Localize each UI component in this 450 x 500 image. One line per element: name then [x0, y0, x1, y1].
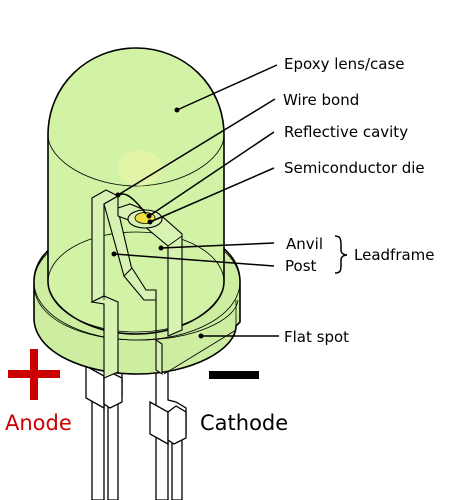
label-semiconductor-die: Semiconductor die: [284, 159, 425, 177]
leadframe-brace: [335, 236, 347, 273]
lead-cathode: [150, 360, 186, 500]
label-wire-bond: Wire bond: [283, 91, 359, 109]
label-epoxy: Epoxy lens/case: [284, 55, 405, 73]
label-post: Post: [285, 257, 317, 275]
label-leadframe: Leadframe: [354, 246, 435, 264]
label-anvil: Anvil: [286, 235, 323, 253]
label-flat-spot: Flat spot: [284, 328, 349, 346]
minus-icon: [209, 371, 259, 379]
lead-anode: [86, 360, 122, 500]
plus-icon: [8, 349, 60, 400]
label-reflective-cavity: Reflective cavity: [284, 123, 408, 141]
label-cathode: Cathode: [200, 411, 288, 435]
label-anode: Anode: [5, 411, 72, 435]
